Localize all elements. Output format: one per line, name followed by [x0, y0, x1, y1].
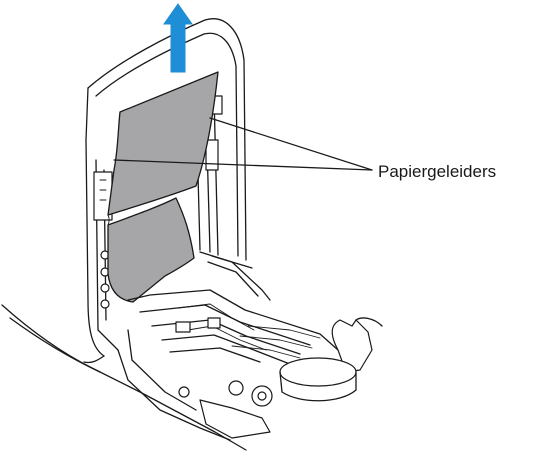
small-gear: [228, 380, 244, 396]
arrow-up-icon: [163, 3, 193, 73]
screw: [178, 386, 190, 398]
platen-roller: [279, 357, 357, 387]
guide-clip: [205, 139, 219, 171]
callout-label: Papiergeleiders: [378, 162, 496, 181]
pull-arrow: [163, 3, 193, 73]
gear-part: [207, 317, 221, 329]
roller-axle: [257, 391, 267, 401]
frame-hole: [100, 299, 110, 309]
feed-mechanism: [117, 251, 383, 441]
printer-housing: [1, 18, 247, 451]
frame-hole: [100, 283, 110, 293]
callout-leaders: [113, 117, 373, 171]
leader-line-lower: [113, 159, 373, 171]
base-bracket: [199, 399, 271, 439]
release-lever: [331, 319, 373, 373]
gear-part: [175, 321, 191, 333]
leader-line-upper: [209, 117, 373, 171]
paper-sheet: [107, 71, 219, 303]
